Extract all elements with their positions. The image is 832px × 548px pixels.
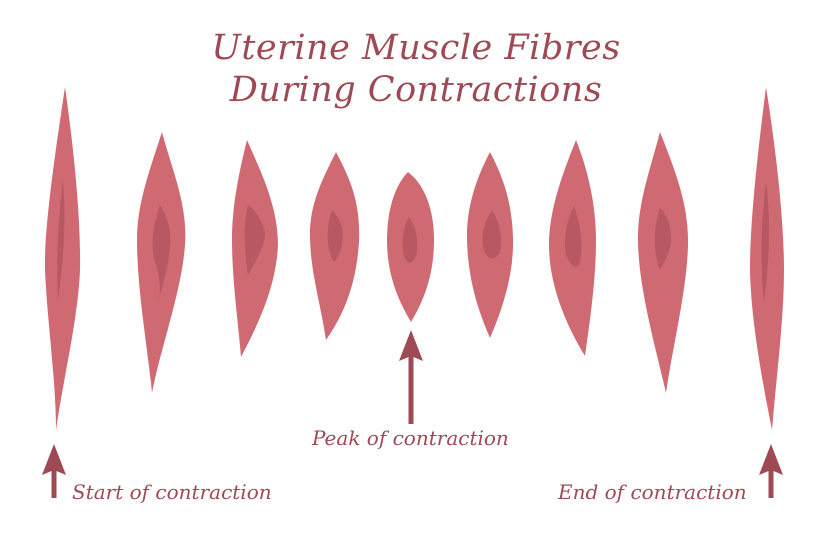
muscle-fibre-6-core (482, 210, 502, 259)
end-of-contraction-label: End of contraction (558, 480, 747, 504)
peak-of-contraction-label: Peak of contraction (312, 426, 509, 450)
end-arrow-head (759, 444, 783, 475)
muscle-fibre-2-core (152, 205, 171, 300)
muscle-fibre-7-core (564, 206, 582, 267)
title-line-1: Uterine Muscle Fibres (211, 28, 621, 68)
start-arrow-head (42, 444, 66, 475)
muscle-fibre-1-core (57, 180, 65, 300)
title-line-2: During Contractions (229, 70, 603, 110)
muscle-fibre-3-core (244, 205, 266, 275)
muscle-fibre-4-core (327, 210, 343, 262)
arrows-group (42, 330, 783, 498)
start-arrow-shaft (51, 470, 57, 498)
muscle-fibre-9-core (761, 182, 770, 302)
muscle-fibre-5-core (402, 217, 418, 263)
end-arrow-shaft (768, 470, 774, 498)
start-of-contraction-label: Start of contraction (72, 480, 272, 504)
peak-arrow-shaft (408, 356, 414, 424)
muscle-fibre-8-core (654, 208, 672, 270)
muscle-fibres-group (44, 87, 784, 430)
peak-arrow-head (399, 330, 423, 361)
